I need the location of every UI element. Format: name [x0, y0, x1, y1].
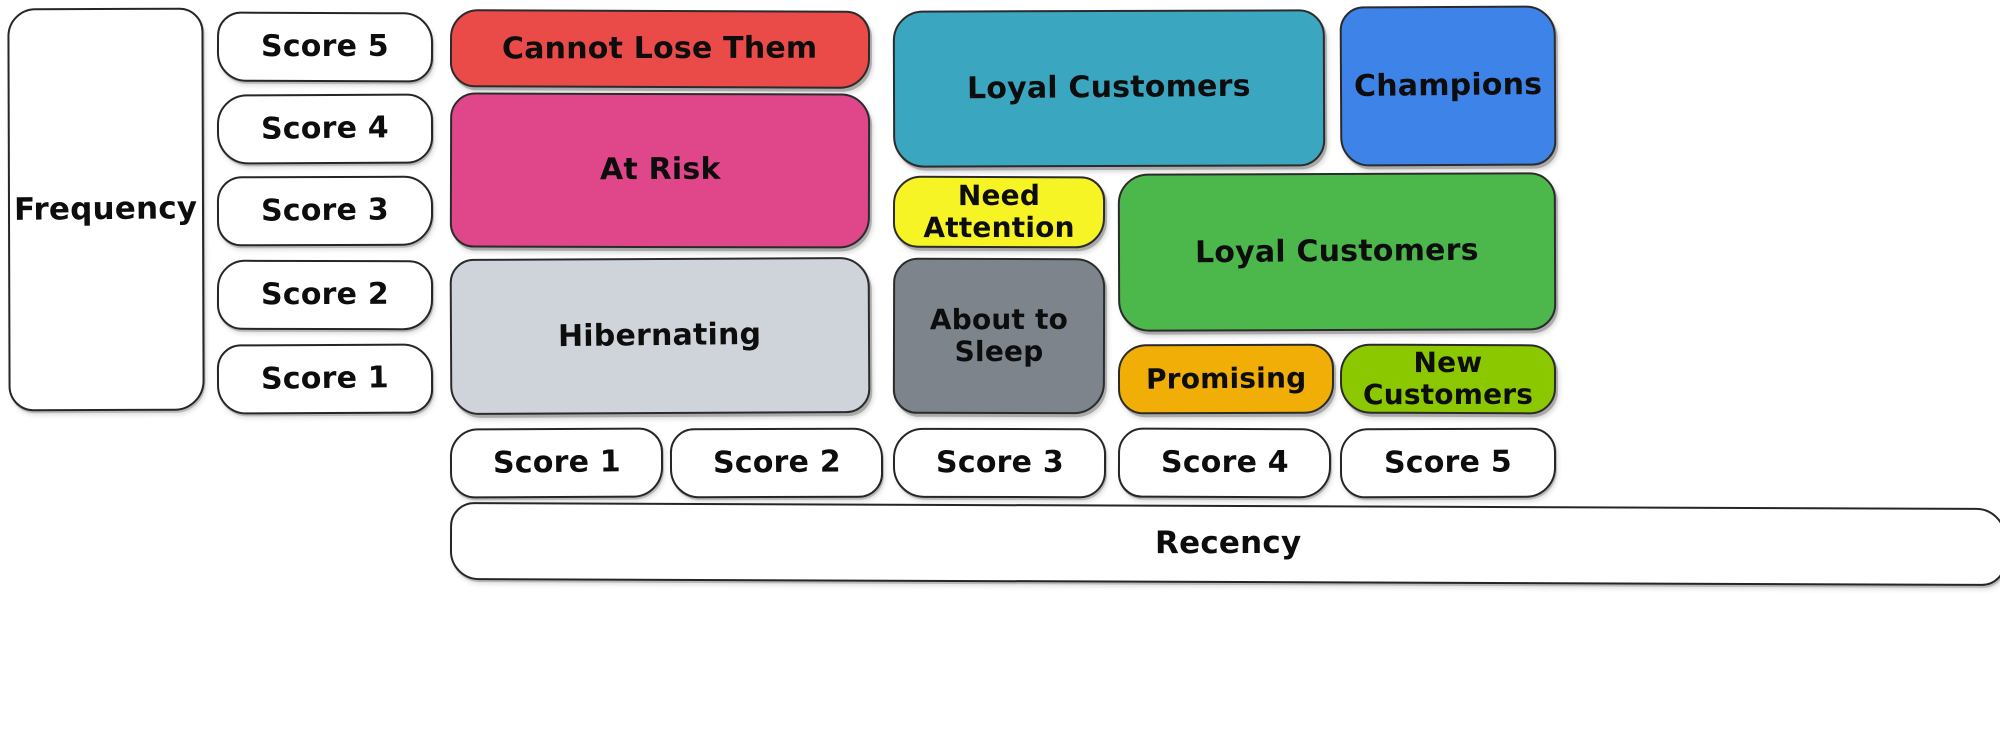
recency-score-2[interactable]: Score 2 — [669, 427, 884, 499]
frequency-score-2-label: Score 2 — [260, 276, 389, 312]
segment-need-attention[interactable]: Need Attention — [892, 175, 1106, 249]
segment-at-risk[interactable]: At Risk — [449, 92, 871, 249]
recency-score-1-label: Score 1 — [492, 444, 621, 481]
segment-about-to-sleep-label: About to Sleep — [929, 302, 1069, 369]
segment-new-customers[interactable]: New Customers — [1339, 343, 1557, 415]
segment-champions[interactable]: Champions — [1339, 5, 1557, 167]
segment-loyal-customers-teal-label: Loyal Customers — [966, 68, 1251, 107]
frequency-score-3[interactable]: Score 3 — [216, 175, 434, 247]
segment-cannot-lose-them[interactable]: Cannot Lose Them — [449, 9, 871, 89]
segment-at-risk-label: At Risk — [599, 152, 721, 188]
segment-champions-label: Champions — [1353, 66, 1543, 104]
recency-score-2-label: Score 2 — [712, 444, 841, 481]
segment-promising[interactable]: Promising — [1117, 343, 1335, 415]
frequency-axis-text: Frequency — [14, 189, 198, 228]
recency-axis-text: Recency — [1154, 525, 1302, 562]
segment-loyal-customers-green[interactable]: Loyal Customers — [1117, 172, 1557, 332]
recency-score-5[interactable]: Score 5 — [1339, 427, 1557, 499]
segment-hibernating-label: Hibernating — [558, 316, 762, 354]
segment-cannot-lose-them-label: Cannot Lose Them — [502, 30, 818, 67]
segment-loyal-customers-teal[interactable]: Loyal Customers — [892, 9, 1326, 168]
frequency-score-1[interactable]: Score 1 — [216, 343, 434, 415]
recency-axis-label: Recency — [449, 502, 2000, 586]
frequency-score-4[interactable]: Score 4 — [216, 93, 434, 165]
frequency-score-3-label: Score 3 — [260, 192, 390, 229]
segment-loyal-customers-green-label: Loyal Customers — [1194, 232, 1479, 271]
frequency-score-1-label: Score 1 — [260, 360, 390, 397]
frequency-axis-label: Frequency — [7, 7, 205, 412]
recency-score-4[interactable]: Score 4 — [1117, 427, 1332, 499]
frequency-score-5[interactable]: Score 5 — [216, 11, 434, 83]
segment-new-customers-label: New Customers — [1362, 345, 1534, 412]
recency-score-5-label: Score 5 — [1383, 444, 1513, 481]
recency-score-3[interactable]: Score 3 — [892, 427, 1107, 499]
segment-about-to-sleep[interactable]: About to Sleep — [892, 257, 1106, 415]
recency-score-4-label: Score 4 — [1160, 444, 1289, 480]
segment-need-attention-label: Need Attention — [923, 178, 1075, 245]
segment-promising-label: Promising — [1145, 361, 1307, 396]
segment-hibernating[interactable]: Hibernating — [449, 256, 871, 416]
frequency-score-4-label: Score 4 — [260, 110, 390, 147]
frequency-score-2[interactable]: Score 2 — [216, 259, 434, 331]
recency-score-1[interactable]: Score 1 — [449, 427, 664, 499]
recency-score-3-label: Score 3 — [935, 444, 1064, 480]
frequency-score-5-label: Score 5 — [261, 28, 389, 64]
